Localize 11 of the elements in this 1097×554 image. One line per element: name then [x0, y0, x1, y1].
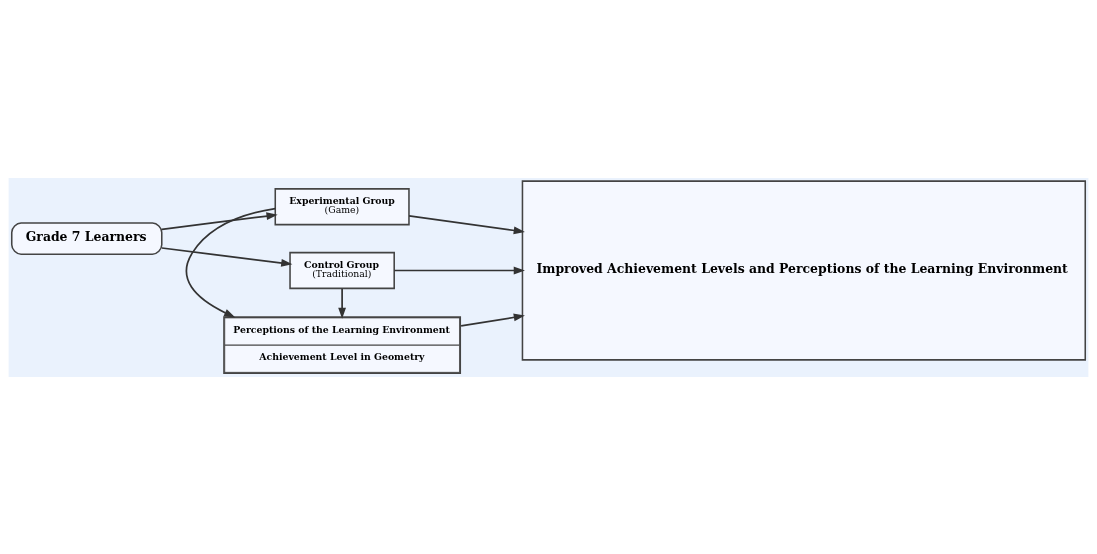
- arrow: [460, 313, 525, 327]
- arrow: [338, 287, 347, 319]
- arrow: [408, 214, 525, 234]
- node-box: Control Group (Traditional): [289, 251, 395, 289]
- arrow: [161, 211, 278, 230]
- arrow: [185, 207, 277, 317]
- node-box: Experimental Group (Game): [274, 187, 410, 225]
- node-box: Grade 7 Learners: [10, 221, 163, 255]
- arrow: [393, 266, 525, 274]
- arrow: [161, 246, 293, 267]
- node-box: Improved Achievement Levels and Perceptions of the Learning Environment: [521, 179, 1087, 361]
